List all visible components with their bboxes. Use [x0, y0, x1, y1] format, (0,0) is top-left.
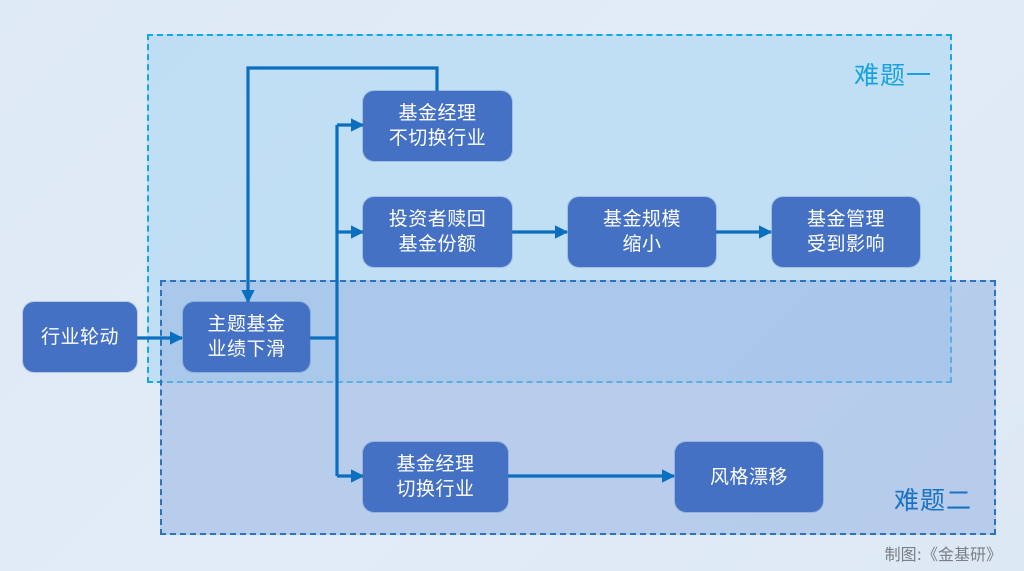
difficulty-2-frame: 难题二 [160, 280, 996, 535]
chart-credit: 制图:《金基研》 [884, 545, 1002, 564]
node-industry-rotation: 行业轮动 [23, 302, 137, 372]
node-manager-switch: 基金经理 切换行业 [363, 442, 508, 512]
node-manager-no-switch: 基金经理 不切换行业 [363, 91, 512, 161]
node-style-drift: 风格漂移 [675, 442, 823, 512]
node-investor-redeem: 投资者赎回 基金份额 [363, 197, 512, 267]
difficulty-1-label: 难题一 [853, 61, 932, 90]
difficulty-2-label: 难题二 [893, 486, 972, 515]
node-fund-size-shrink: 基金规模 缩小 [568, 197, 716, 267]
node-theme-fund-decline: 主题基金 业绩下滑 [183, 302, 310, 372]
node-management-affected: 基金管理 受到影响 [772, 197, 920, 267]
edge-manager-no-switch-feedback [241, 66, 439, 304]
